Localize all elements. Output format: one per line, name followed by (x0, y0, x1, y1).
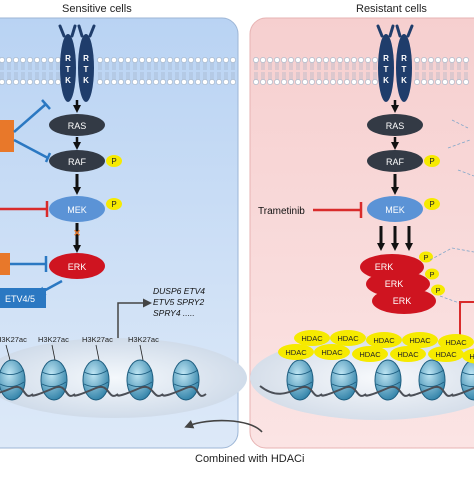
hdac-badge (438, 334, 474, 350)
cell-membrane-left (0, 57, 236, 85)
erk-node-right (372, 288, 436, 314)
phospho-badge (424, 155, 440, 167)
svg-text:RAF: RAF (386, 157, 405, 167)
right-panel-title: Resistant cells (356, 3, 427, 15)
histone-mark: H3K27ac (128, 335, 159, 344)
svg-text:K: K (83, 76, 89, 85)
hdac-badge (330, 330, 366, 346)
svg-text:MEK: MEK (385, 205, 405, 215)
svg-text:P: P (435, 286, 440, 295)
bottom-caption: Combined with HDACi (195, 453, 304, 465)
svg-text:P: P (423, 253, 428, 262)
svg-text:R: R (401, 54, 407, 63)
svg-text:K: K (383, 76, 389, 85)
rtk-receptor-left: R T K R T K (58, 24, 96, 102)
svg-text:R: R (65, 54, 71, 63)
svg-text:P: P (111, 200, 116, 209)
hdac-label: HDAC (397, 350, 419, 359)
hdac-badge (352, 346, 388, 362)
hdac-badge (278, 344, 314, 360)
svg-text:T: T (384, 65, 389, 74)
histone-mark: H3K27ac (82, 335, 113, 344)
hdac-badge (366, 332, 402, 348)
ras-node-left (49, 114, 105, 136)
inhibitor-box (0, 120, 14, 152)
svg-text:RAS: RAS (68, 121, 87, 131)
left-pathway: RAS RAF P MEK P ✕ ERK ETV4/5 DUSP (0, 99, 207, 370)
svg-text:R: R (383, 54, 389, 63)
raf-node-right (367, 150, 423, 172)
hdac-badge (314, 344, 350, 360)
phospho-badge (106, 198, 122, 210)
histone-mark: H3K27ac (38, 335, 69, 344)
svg-text:ERK: ERK (393, 296, 412, 306)
svg-text:ERK: ERK (385, 279, 404, 289)
phospho-badge (424, 198, 440, 210)
svg-text:MEK: MEK (67, 205, 87, 215)
phospho-badge (419, 251, 433, 263)
svg-text:T: T (66, 65, 71, 74)
combination-arrow (184, 419, 263, 433)
hdac-label: HDAC (445, 338, 467, 347)
svg-text:T: T (84, 65, 89, 74)
drug-label-trametinib: Trametinib (258, 206, 305, 217)
mek-node-right (367, 196, 423, 222)
hdac-label: HDAC (337, 334, 359, 343)
raf-node-left (49, 150, 105, 172)
hdac-label: HDAC (469, 352, 474, 361)
hdac-badge (294, 330, 330, 346)
etv-box (0, 288, 46, 308)
inhibitor-box (0, 253, 10, 275)
svg-text:T: T (402, 65, 407, 74)
rtk-receptor-right: R T K R T K (376, 24, 414, 102)
erk-node-left (49, 253, 105, 279)
svg-text:P: P (429, 270, 434, 279)
cell-membrane-right (253, 57, 469, 85)
hdac-badge (428, 346, 464, 362)
etv-label: ETV4/5 (5, 294, 35, 304)
svg-text:K: K (65, 76, 71, 85)
nucleus-left: H3K27ac H3K27ac H3K27ac H3K27ac (0, 335, 247, 418)
hdac-label: HDAC (301, 334, 323, 343)
hdac-label: HDAC (435, 350, 457, 359)
blocked-mark: ✕ (73, 228, 81, 238)
svg-text:P: P (429, 200, 434, 209)
ras-node-right (367, 114, 423, 136)
phospho-badge (106, 155, 122, 167)
svg-text:P: P (429, 157, 434, 166)
left-panel-title: Sensitive cells (62, 3, 132, 15)
svg-text:P: P (111, 157, 116, 166)
hdac-label: HDAC (285, 348, 307, 357)
target-genes: DUSP6 ETV4 ETV5 SPRY2 SPRY4 ..... (153, 286, 207, 318)
svg-text:ERK: ERK (375, 262, 394, 272)
phospho-badge (425, 268, 439, 280)
hdac-label: HDAC (409, 336, 431, 345)
svg-text:R: R (83, 54, 89, 63)
hdac-label: HDAC (359, 350, 381, 359)
hdac-label: HDAC (373, 336, 395, 345)
svg-text:RAF: RAF (68, 157, 87, 167)
histone-mark: H3K27ac (0, 335, 27, 344)
hdac-badge (462, 348, 474, 364)
svg-text:K: K (401, 76, 407, 85)
hdac-label: HDAC (321, 348, 343, 357)
phospho-badge (431, 284, 445, 296)
svg-text:ERK: ERK (68, 262, 87, 272)
right-pathway: RAS RAF P MEK P Trametinib ERK P ERK P E… (258, 100, 474, 340)
hdac-badge (390, 346, 426, 362)
mek-node-left (49, 196, 105, 222)
hdac-badge (402, 332, 438, 348)
svg-text:RAS: RAS (386, 121, 405, 131)
